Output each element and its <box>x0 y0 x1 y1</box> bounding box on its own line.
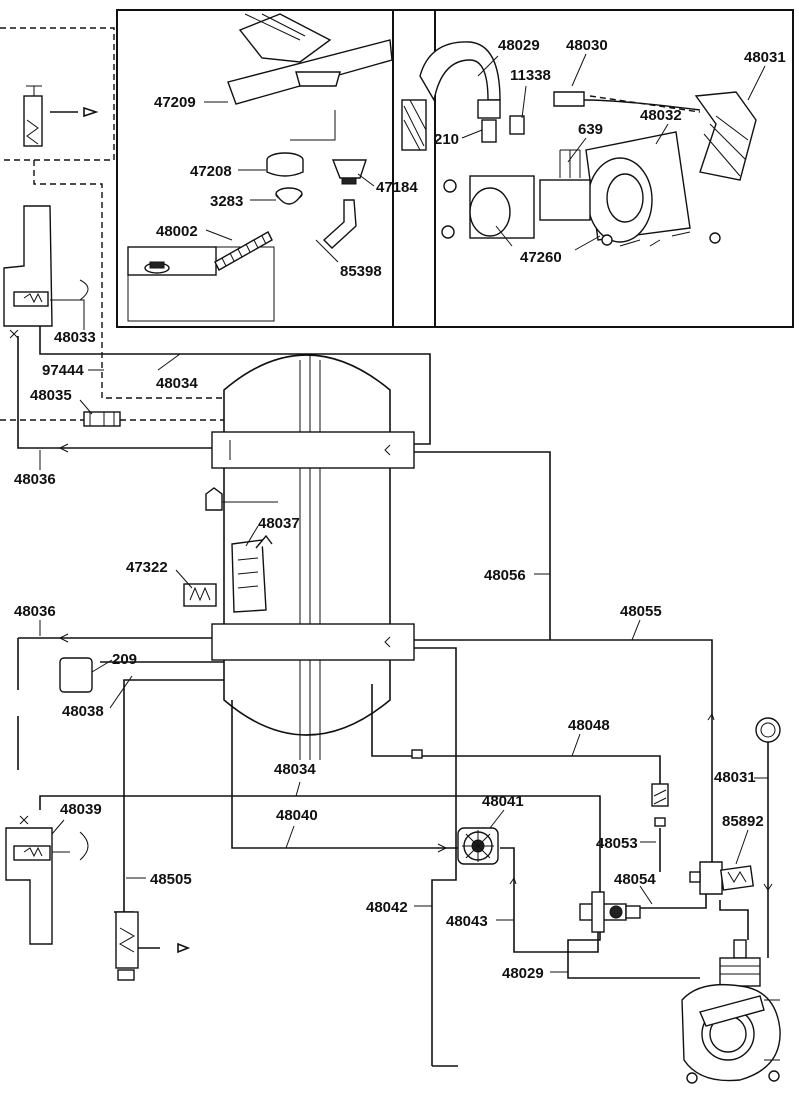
label-48029-top: 48029 <box>498 37 540 54</box>
tank-strap-top <box>211 431 415 469</box>
label-48032: 48032 <box>640 107 682 124</box>
label-48505: 48505 <box>150 871 192 888</box>
label-47322: 47322 <box>126 559 168 576</box>
label-48029-bot: 48029 <box>502 965 544 982</box>
label-85892: 85892 <box>722 813 764 830</box>
label-3283: 3283 <box>210 193 243 210</box>
brew-group-panel <box>116 9 436 328</box>
label-48056: 48056 <box>484 567 526 584</box>
brew-valve-bottom <box>5 815 89 945</box>
brew-valve-top <box>3 205 89 339</box>
label-48036-mid: 48036 <box>14 603 56 620</box>
cap-47184 <box>331 159 367 179</box>
pressure-gauge <box>755 717 781 743</box>
group-head-part <box>227 13 393 141</box>
solenoid-valve-top <box>23 85 43 147</box>
rotary-pump-bottom <box>681 939 781 1084</box>
label-48039: 48039 <box>60 801 102 818</box>
label-48037: 48037 <box>258 515 300 532</box>
label-47208: 47208 <box>190 163 232 180</box>
label-48040: 48040 <box>276 807 318 824</box>
label-210: 210 <box>434 131 459 148</box>
label-48055: 48055 <box>620 603 662 620</box>
label-48034-mid: 48034 <box>274 761 316 778</box>
label-48054: 48054 <box>614 871 656 888</box>
label-48043: 48043 <box>446 913 488 930</box>
label-48035: 48035 <box>30 387 72 404</box>
check-valve <box>411 749 669 827</box>
label-97444: 97444 <box>42 362 84 379</box>
label-48041: 48041 <box>482 793 524 810</box>
label-48048: 48048 <box>568 717 610 734</box>
label-48031-mid: 48031 <box>714 769 756 786</box>
label-48053: 48053 <box>596 835 638 852</box>
boiler-tank <box>183 354 415 760</box>
spring-48002 <box>214 231 273 271</box>
cross-fitting-85892 <box>689 861 755 895</box>
label-48042: 48042 <box>366 899 408 916</box>
pump-panel <box>392 9 794 328</box>
label-47184: 47184 <box>376 179 418 196</box>
label-48002: 48002 <box>156 223 198 240</box>
label-639: 639 <box>578 121 603 138</box>
tee-fitting-48054 <box>579 891 641 933</box>
label-48031-top: 48031 <box>744 49 786 66</box>
solenoid-48505 <box>115 911 139 981</box>
piping <box>0 27 773 1067</box>
label-47209: 47209 <box>154 94 196 111</box>
leader-lines <box>39 53 768 973</box>
label-48036-top: 48036 <box>14 471 56 488</box>
part-labels: 47209 47208 3283 48002 47184 85398 48029… <box>14 37 786 982</box>
label-48034-top: 48034 <box>156 375 198 392</box>
label-48033: 48033 <box>54 329 96 346</box>
label-47260: 47260 <box>520 249 562 266</box>
tank-strap-bottom <box>211 623 415 661</box>
pump-assembly <box>401 41 757 251</box>
gear-pump-48041 <box>457 827 499 865</box>
label-48030: 48030 <box>566 37 608 54</box>
label-85398: 85398 <box>340 263 382 280</box>
label-48038: 48038 <box>62 703 104 720</box>
fitting-85398 <box>322 199 357 249</box>
label-11338: 11338 <box>510 67 551 84</box>
label-209: 209 <box>112 651 137 668</box>
component-209 <box>59 657 93 693</box>
fitting-48035 <box>83 411 121 427</box>
